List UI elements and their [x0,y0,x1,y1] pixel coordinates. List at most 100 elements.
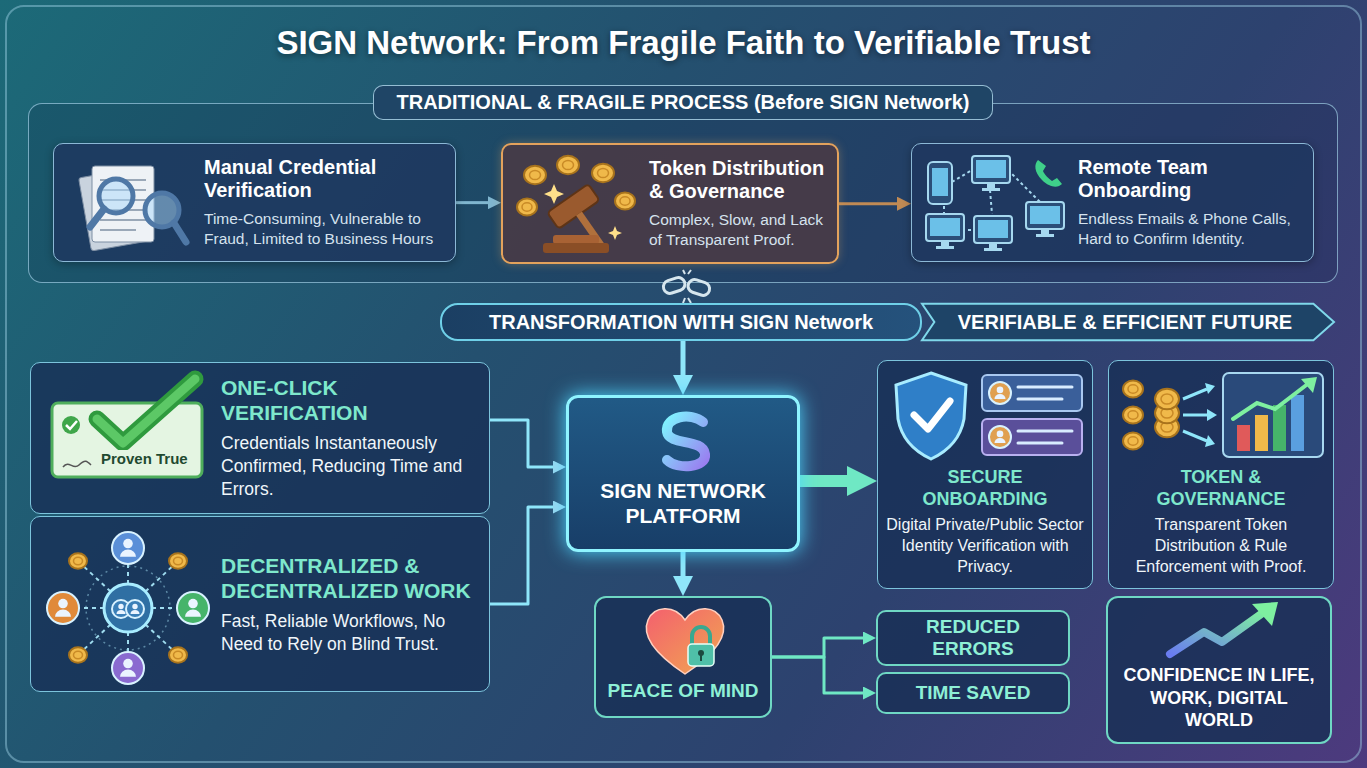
graphic-part [1041,229,1049,234]
graphic-part [69,553,87,568]
graphic-part [1170,612,1264,654]
graphic-part [120,550,136,557]
graphic-part [120,670,136,677]
graphic-part [112,532,144,564]
graphic-part [69,647,87,662]
section-banner: VERIFIABLE & EFFICIENT FUTURE [922,303,1334,341]
node-icon [43,533,213,683]
graphic-part [112,652,144,684]
graphic-part [118,604,123,609]
graphic-part [1036,234,1054,237]
graphic-part [517,199,537,216]
graphic-part [132,604,137,609]
node-body: Digital Private/Public Sector Identity V… [886,515,1084,577]
graphic-part [126,600,144,618]
node-icon [661,270,711,304]
node-heading: CONFIDENCE IN LIFE, WORK, DIGITAL WORLD [1118,664,1320,732]
flow-arrow [681,341,686,375]
graphic-part [936,246,954,249]
graphic-part [174,651,183,659]
graphic-part [522,203,532,211]
graphic-part [553,235,599,244]
graphic-part [1273,405,1286,451]
graphic-part [174,557,183,565]
graphic-part [63,461,91,467]
graphic-part [74,651,83,659]
process-box: Manual Credential VerificationTime-Consu… [53,143,456,262]
graphic-part [972,156,1010,183]
graphic-part [989,243,997,248]
outcome-box: CONFIDENCE IN LIFE, WORK, DIGITAL WORLD [1106,596,1332,744]
graphic-part [86,566,170,650]
graphic-part [922,304,1334,340]
graphic-part [700,654,702,661]
graphic-part [63,548,193,668]
graphic-part [524,166,546,185]
graphic-part [941,241,949,246]
feature-box: ONE-CLICK VERIFICATIONCredentials Instan… [30,362,490,514]
node-heading: Token Distribution & Governance [649,157,825,203]
graphic-part [62,416,80,434]
diagram-title: SIGN Network: From Fragile Faith to Veri… [0,24,1367,62]
graphic-part [169,647,187,662]
node-body: Transparent Token Distribution & Rule En… [1117,515,1325,577]
graphic-part [97,379,195,443]
graphic-part [974,216,1012,243]
node-body: Time-Consuming, Vulnerable to Fraud, Lim… [204,209,441,249]
graphic-part [1128,385,1138,393]
node-icon [886,369,1086,461]
node-body: Fast, Reliable Workflows, No Need to Rel… [221,610,475,656]
graphic-part [1018,387,1072,443]
graphic-part [544,184,622,240]
graphic-part [557,156,579,175]
graphic-part [1183,389,1207,399]
node-icon [513,153,643,257]
node-icon [922,154,1072,254]
graphic-part [177,592,209,624]
graphic-part [1301,377,1317,393]
node-heading: DECENTRALIZED & DECENTRALIZED WORK [221,553,475,603]
graphic-part [563,160,574,169]
graphic-part [997,387,1004,394]
node-icon [1117,369,1329,461]
graphic-part [989,382,1011,404]
flow-arrow [772,657,863,693]
graphic-part [1128,437,1138,445]
graphic-part [1205,435,1215,447]
node-heading: ONE-CLICK VERIFICATION [221,375,475,425]
graphic-part [982,188,1000,191]
graphic-part [930,218,960,236]
flow-arrow [490,420,553,467]
section-banner: TRANSFORMATION WITH SIGN Network [440,303,922,341]
node-heading: TRANSFORMATION WITH SIGN Network [489,311,873,334]
feature-box: DECENTRALIZED & DECENTRALIZED WORK Fast, … [30,516,490,692]
process-box: Remote Team OnboardingEndless Emails & P… [911,143,1314,262]
node-icon [66,156,191,251]
graphic-part [615,193,635,210]
graphic-part [123,539,133,549]
graphic-part [982,375,1082,411]
node-heading: TRADITIONAL & FRAGILE PROCESS (Before SI… [373,85,992,120]
flow-arrow [800,475,847,487]
node-heading: Remote Team Onboarding [1078,156,1299,202]
node-heading: TOKEN & GOVERNANCE [1117,467,1325,510]
graphic-part [1207,409,1217,421]
graphic-part [662,276,687,295]
graphic-part [100,180,146,230]
process-box: Token Distribution & GovernanceComplex, … [501,143,839,264]
graphic-part [169,553,187,568]
graphic-part [592,164,614,183]
graphic-part [984,248,1002,251]
node-icon [642,604,728,676]
graphic-part [982,419,1082,455]
graphic-part [976,160,1006,178]
graphic-part [66,421,77,429]
graphic-part [1255,415,1268,451]
graphic-part [100,229,136,231]
node-body: Complex, Slow, and Lack of Transparent P… [649,210,825,250]
node-heading: SIGN NETWORK PLATFORM [579,478,787,528]
graphic-part [1183,414,1207,417]
node-heading: REDUCED ERRORS [886,616,1060,660]
graphic-part [995,394,1006,399]
